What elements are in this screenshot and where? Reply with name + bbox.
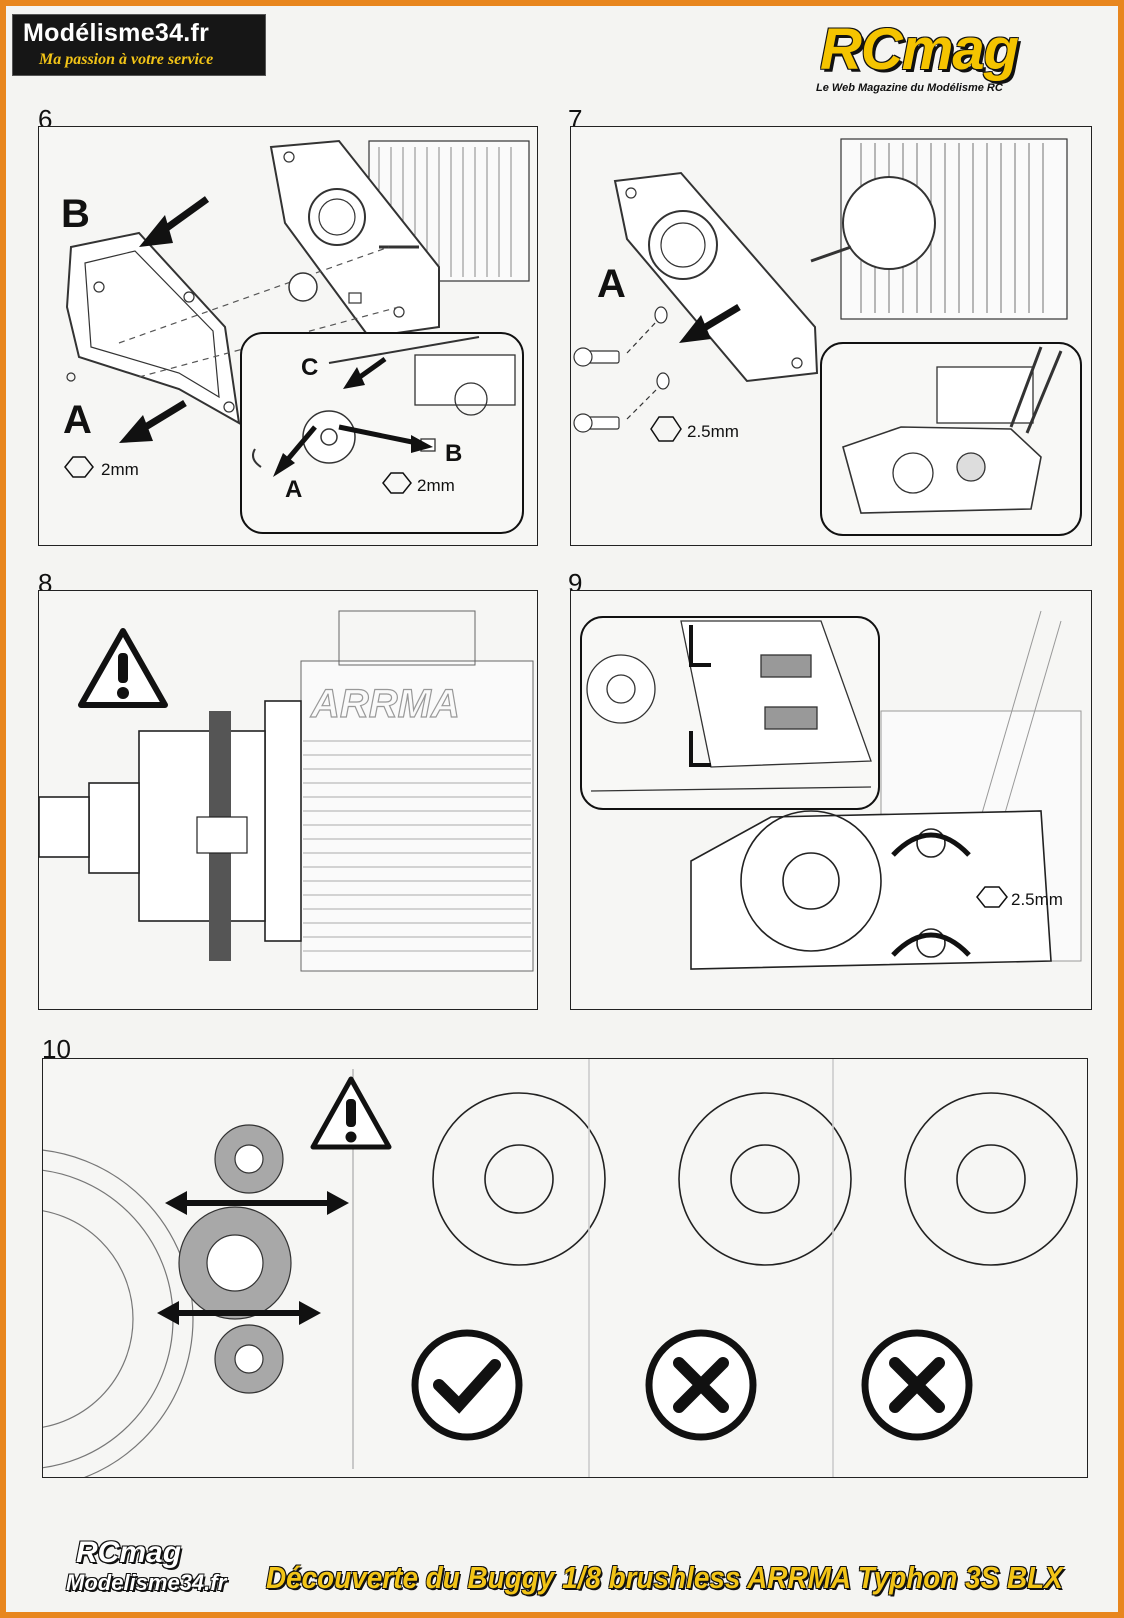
warning-icon: [78, 628, 168, 708]
step-7-label-a: A: [597, 262, 626, 306]
correct-mesh-icon: [411, 1329, 523, 1441]
step-6-label-c: C: [301, 354, 318, 381]
step-6-panel: B A 2mm C A B 2mm: [38, 126, 538, 546]
step-9-tool-size: 2.5mm: [1011, 890, 1063, 909]
footer-title: Découverte du Buggy 1/8 brushless ARRMA …: [266, 1560, 1063, 1595]
footer-logo[interactable]: RCmag Modelisme34.fr: [66, 1536, 256, 1600]
modelisme34-logo-tagline: Ma passion à votre service: [39, 51, 214, 68]
step-8-illustration: ARRMA: [39, 610, 534, 972]
footer-logo-modelisme34: Modelisme34.fr: [66, 1570, 227, 1595]
step-10-illustration: [43, 1059, 1078, 1477]
step-6-label-b: B: [61, 192, 90, 236]
step-6-label-b-small: B: [445, 440, 462, 467]
modelisme34-logo-title: Modélisme34.fr: [23, 19, 210, 47]
warning-icon-2: [310, 1076, 392, 1150]
step-7-panel: A 2.5mm: [570, 126, 1092, 546]
step-6-illustration: B A 2mm C A B 2mm: [61, 139, 530, 534]
step-7-illustration: A 2.5mm: [573, 138, 1082, 536]
step-6-tool-size-2: 2mm: [417, 476, 455, 495]
rcmag-logo[interactable]: RCmag Le Web Magazine du Modélisme RC: [812, 17, 1102, 102]
step-9-panel: 2.5mm: [570, 590, 1092, 1010]
step-9-illustration: 2.5mm: [580, 610, 1082, 970]
modelisme34-logo[interactable]: Modélisme34.fr Ma passion à votre servic…: [12, 14, 266, 76]
step-6-label-a-small: A: [285, 476, 302, 503]
incorrect-mesh-icon-2: [861, 1329, 973, 1441]
footer-logo-rcmag: RCmag: [76, 1536, 182, 1569]
rcmag-logo-tagline: Le Web Magazine du Modélisme RC: [816, 82, 1003, 94]
step-7-tool-size: 2.5mm: [687, 422, 739, 441]
step-8-panel: ARRMA: [38, 590, 538, 1010]
step-6-tool-size: 2mm: [101, 460, 139, 479]
step-6-label-a: A: [63, 398, 92, 442]
incorrect-mesh-icon-1: [645, 1329, 757, 1441]
step-10-panel: [42, 1058, 1088, 1478]
rcmag-logo-title: RCmag: [820, 17, 1019, 82]
arrma-motor-brand: ARRMA: [310, 682, 460, 726]
